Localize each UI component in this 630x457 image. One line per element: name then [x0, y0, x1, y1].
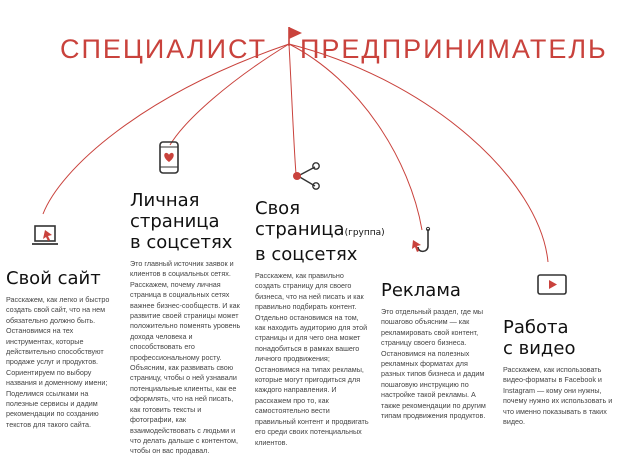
column-ads: Реклама Это отдельный раздел, где мы пош…	[381, 280, 493, 421]
flag-icon	[288, 27, 302, 46]
column-personal-description: Это главный источник заявок и клиентов в…	[130, 259, 241, 456]
column-group: Своя страница(группа) в соцсетях Расскаж…	[255, 198, 385, 448]
video-play-icon	[537, 274, 567, 295]
column-video: Работа с видео Расскажем, как использова…	[503, 317, 623, 427]
column-site-title-line: Свой сайт	[6, 268, 101, 289]
laptop-cursor-icon	[32, 225, 58, 245]
share-icon	[293, 162, 320, 190]
column-video-title: Работа с видео	[503, 317, 623, 359]
column-video-title-line: с видео	[503, 338, 576, 359]
connector-site	[42, 43, 290, 215]
column-site-title: Свой сайт	[6, 268, 118, 289]
column-ads-title-line: Реклама	[381, 280, 461, 301]
column-ads-description: Это отдельный раздел, где мы пошагово об…	[381, 307, 486, 421]
column-group-title-line: в соцсетях	[255, 244, 358, 265]
column-personal-title: Личная страница в соцсетях	[130, 190, 242, 253]
connector-lines	[42, 27, 549, 263]
column-personal: Личная страница в соцсетях Это главный и…	[130, 190, 242, 457]
column-group-title-line: страница	[255, 219, 345, 240]
column-group-description: Расскажем, как правильно создать страниц…	[255, 271, 369, 447]
column-group-title-sub: (группа)	[344, 228, 385, 238]
column-ads-title: Реклама	[381, 280, 493, 301]
column-video-title-line: Работа	[503, 317, 569, 338]
column-site-description: Расскажем, как легко и быстро создать св…	[6, 295, 110, 429]
connector-personal	[169, 43, 290, 146]
column-personal-title-line: страница	[130, 211, 220, 232]
column-site: Свой сайт Расскажем, как легко и быстро …	[6, 268, 118, 430]
column-group-title: Своя страница(группа) в соцсетях	[255, 198, 385, 265]
diagram-canvas: СПЕЦИАЛИСТ ПРЕДПРИНИМАТЕЛЬ Свой сайт Рас…	[6, 27, 612, 455]
header-entrepreneur: ПРЕДПРИНИМАТЕЛЬ	[300, 34, 608, 64]
phone-heart-icon	[159, 141, 179, 174]
fishhook-cursor-icon	[412, 226, 431, 253]
connector-ads	[288, 43, 423, 231]
column-video-description: Расскажем, как использовать видео-формат…	[503, 365, 613, 427]
column-personal-title-line: Личная	[130, 190, 200, 211]
header-specialist: СПЕЦИАЛИСТ	[60, 34, 268, 64]
column-group-title-line: Своя	[255, 198, 301, 219]
column-personal-title-line: в соцсетях	[130, 232, 233, 253]
connector-group	[288, 43, 297, 175]
connector-video	[288, 43, 549, 263]
